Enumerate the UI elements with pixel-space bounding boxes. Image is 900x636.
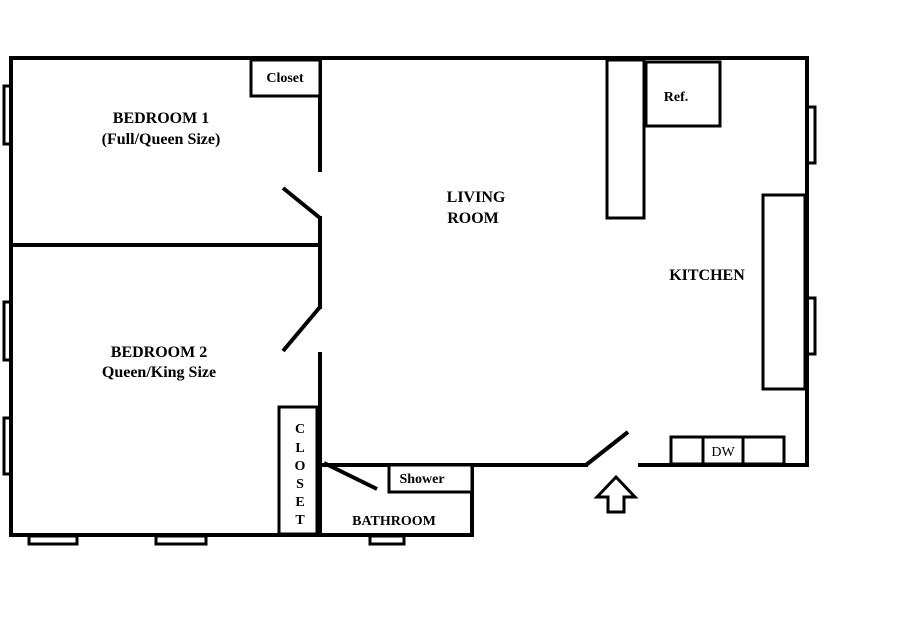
bedroom1-name: BEDROOM 1 (113, 110, 209, 127)
dishwasher-label: DW (711, 445, 735, 460)
closet-letter: E (295, 495, 304, 510)
living-room-label-line1: LIVING (447, 189, 506, 206)
window-bottom-1 (27, 534, 79, 546)
kitchen-counter-top (605, 58, 646, 220)
dishwasher-counter: DW (669, 435, 786, 466)
closet-vertical-letters: C L O S E T (295, 422, 306, 528)
closet-letter: C (295, 422, 305, 437)
refrigerator-label: Ref. (664, 90, 689, 105)
kitchen-counter-right (761, 193, 807, 391)
door-bedroom2 (281, 305, 322, 353)
bedroom2-name: BEDROOM 2 (111, 344, 207, 361)
counter-segment-left (669, 435, 705, 466)
counter-segment-right (741, 435, 786, 466)
refrigerator (644, 60, 722, 128)
bedroom1-size: (Full/Queen Size) (102, 131, 221, 148)
kitchen-label: KITCHEN (669, 267, 745, 284)
closet-vertical (277, 405, 319, 536)
closet-top (249, 58, 322, 98)
window-bottom-bathroom (368, 534, 406, 546)
doors (281, 186, 630, 491)
closet-letter: T (295, 513, 305, 528)
interior-walls (9, 56, 474, 537)
entrance-arrow-icon (593, 474, 639, 514)
shower-label: Shower (399, 472, 444, 487)
closet-letter: O (295, 459, 306, 474)
living-room-label-line2: ROOM (447, 210, 499, 227)
shower (387, 463, 474, 494)
door-bedroom1 (281, 186, 322, 220)
closet-letter: S (296, 477, 304, 492)
door-entrance (584, 430, 630, 467)
closet-top-label: Closet (266, 71, 304, 86)
window-bottom-2 (154, 534, 208, 546)
door-bathroom (323, 461, 378, 491)
closet-letter: L (295, 441, 304, 456)
bedroom2-size: Queen/King Size (102, 364, 216, 381)
bathroom-label: BATHROOM (352, 514, 436, 529)
